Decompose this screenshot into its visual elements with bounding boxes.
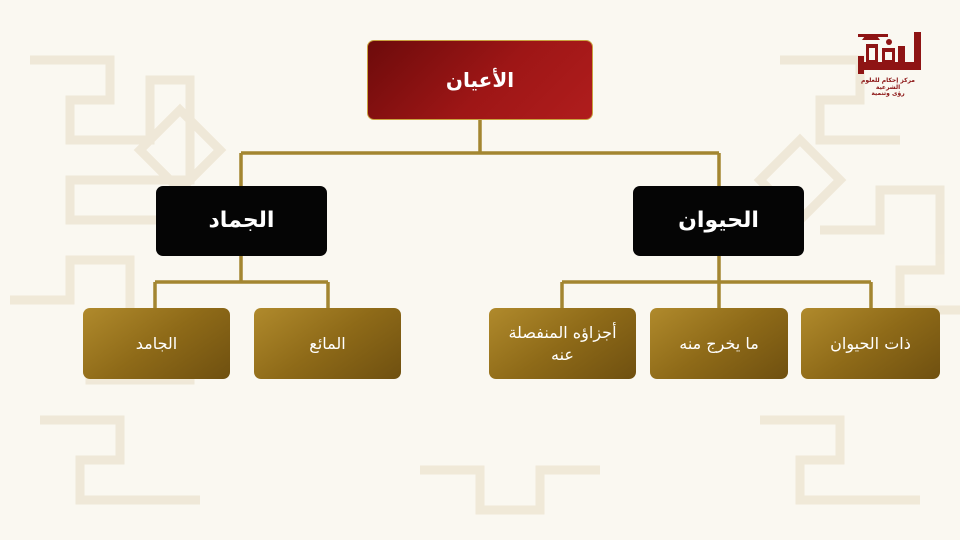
right-branch-connector	[560, 256, 873, 308]
inanimate-node: الجماد	[156, 186, 327, 256]
logo-subtitle-line1: مركز إحكام للعلوم الشرعية	[860, 77, 916, 91]
logo-subtitle: مركز إحكام للعلوم الشرعية رؤى وتنمية	[848, 77, 928, 98]
solid-node: الجامد	[83, 308, 230, 379]
left-branch-connector	[153, 256, 330, 308]
ehkam-logo: مركز إحكام للعلوم الشرعية رؤى وتنمية	[848, 24, 928, 98]
animal-excretions-node: ما يخرج منه	[650, 308, 788, 379]
animal-itself-node: ذات الحيوان	[801, 308, 940, 379]
root-connector	[239, 120, 721, 186]
liquid-node: المائع	[254, 308, 401, 379]
root-node: الأعيان	[367, 40, 593, 120]
animal-node: الحيوان	[633, 186, 804, 256]
ehkam-logo-mark	[858, 32, 921, 74]
logo-subtitle-line2: رؤى وتنمية	[871, 90, 905, 98]
animal-detached-parts-node: أجزاؤه المنفصلة عنه	[489, 308, 636, 379]
